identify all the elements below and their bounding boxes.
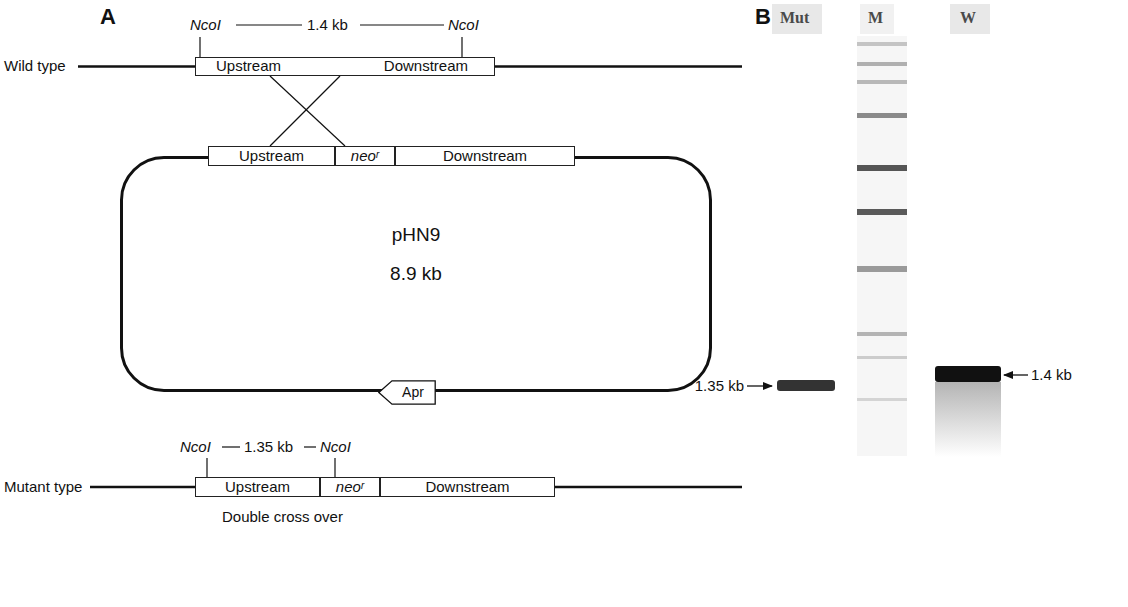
- node-text: neoʳ: [336, 479, 364, 496]
- node-text: Downstream: [443, 148, 527, 165]
- caption-note: Double cross over: [222, 508, 343, 525]
- resistance-arrow: Apr: [378, 380, 436, 405]
- marker-band: [857, 165, 907, 171]
- site-label: NcoI: [448, 16, 479, 33]
- lane-label-ground: [772, 4, 822, 34]
- site-label: NcoI: [180, 438, 211, 455]
- marker-segment: neoʳ: [335, 146, 395, 166]
- plasmid-outline: pHN9 8.9 kb: [120, 156, 712, 392]
- size-label: 1.4 kb: [307, 16, 348, 33]
- site-tick: [334, 458, 335, 477]
- marker-band: [857, 266, 907, 272]
- size-label: 1.4 kb: [1031, 366, 1072, 383]
- panel-letter: B: [755, 4, 771, 29]
- marker-band: [857, 113, 907, 118]
- size-bar: [304, 446, 316, 447]
- gene-segment: Upstream: [208, 146, 335, 166]
- lane-label-ground: [860, 4, 894, 34]
- marker-band: [857, 62, 907, 66]
- size-bar: [222, 446, 240, 447]
- gene-segment: Upstream: [195, 477, 320, 497]
- size-bar: [360, 24, 444, 25]
- marker-band: [857, 80, 907, 84]
- lane-label: Mut: [780, 9, 809, 27]
- pointer-arrow: [1004, 374, 1028, 375]
- lane-label: M: [868, 9, 883, 27]
- site-tick: [461, 37, 462, 57]
- gene-segment: Downstream: [380, 477, 555, 497]
- node-text: Apr: [402, 385, 424, 400]
- size-label: 1.35 kb: [695, 377, 744, 394]
- pointer-arrow: [747, 385, 772, 386]
- marker-band: [857, 209, 907, 215]
- node-text: pHN9: [392, 225, 441, 246]
- node-text: Upstream: [216, 58, 281, 75]
- site-tick: [199, 37, 200, 57]
- strain-label: Wild type: [4, 57, 66, 74]
- site-label: NcoI: [190, 16, 221, 33]
- panel-letter: A: [100, 4, 116, 29]
- gel-band: [935, 366, 1001, 382]
- strain-label: Mutant type: [4, 478, 82, 495]
- crossover-line: [270, 76, 340, 146]
- marker-band: [857, 398, 907, 401]
- arrow-outline: [379, 381, 435, 404]
- marker-band: [857, 332, 907, 336]
- gel-lane: [857, 36, 907, 456]
- marker-band: [857, 42, 907, 46]
- marker-segment: neoʳ: [320, 477, 380, 497]
- node-text: Upstream: [239, 148, 304, 165]
- node-text: neoʳ: [351, 148, 379, 165]
- node-text: 8.9 kb: [390, 264, 442, 285]
- lane-label: W: [960, 9, 976, 27]
- size-label: 1.35 kb: [244, 438, 293, 455]
- marker-band: [857, 356, 907, 359]
- gene-segment: Downstream: [395, 146, 575, 166]
- gel-smear: [935, 382, 1001, 457]
- size-bar: [236, 24, 302, 25]
- gel-band: [777, 380, 835, 391]
- node-text: Downstream: [384, 58, 468, 75]
- gene-box: Upstream Downstream: [195, 57, 495, 76]
- node-text: Downstream: [425, 479, 509, 496]
- site-label: NcoI: [320, 438, 351, 455]
- node-text: Upstream: [225, 479, 290, 496]
- crossover-line: [270, 76, 345, 146]
- site-tick: [206, 458, 207, 477]
- lane-label-ground: [950, 4, 990, 34]
